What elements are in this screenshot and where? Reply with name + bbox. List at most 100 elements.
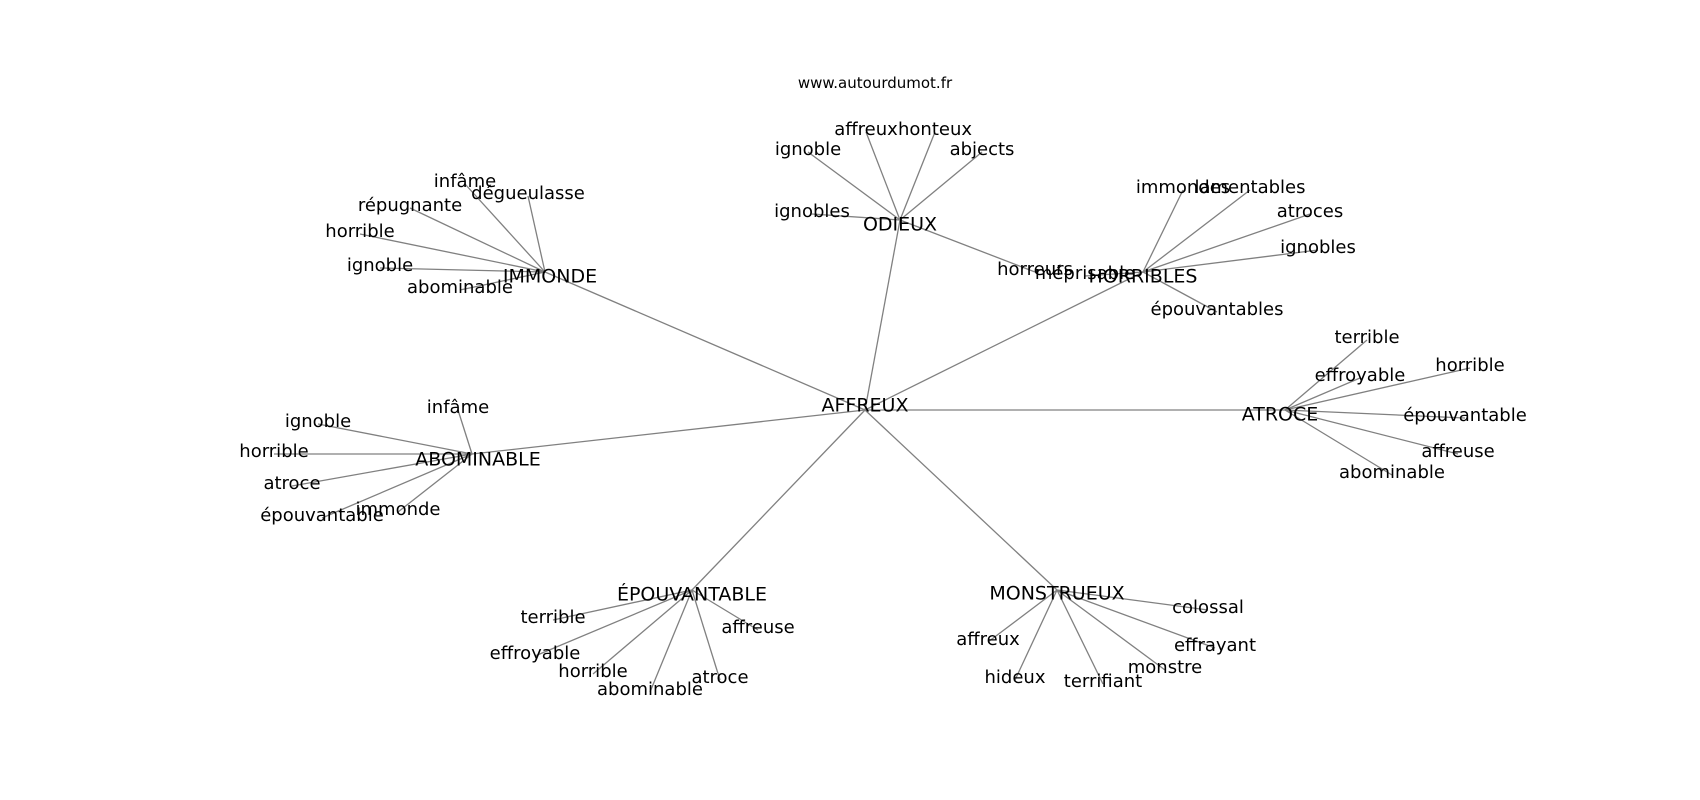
edge-epouvantable-leaf-0 [552, 589, 693, 621]
leaf-label: monstre [1128, 657, 1202, 678]
leaf-label: honteux [898, 119, 972, 140]
hub-label-abominable: ABOMINABLE [415, 449, 541, 471]
edge-epouvantable-leaf-5 [691, 589, 721, 681]
edge-monstrueux-leaf-1 [987, 589, 1058, 643]
edge-odieux-leaf-4 [811, 213, 901, 221]
edge-center-immonde [544, 271, 866, 411]
leaf-label: abominable [1339, 462, 1445, 483]
leaf-label: terrible [520, 607, 585, 628]
leaf-label: terrifiant [1064, 671, 1142, 692]
edge-center-odieux [864, 219, 901, 411]
edge-abominable-leaf-3 [291, 453, 473, 487]
edge-immonde-leaf-1 [527, 195, 546, 273]
edge-atroce-leaf-4 [1284, 409, 1459, 455]
edge-abominable-leaf-4 [321, 453, 473, 519]
edge-horribles-leaf-1 [1142, 189, 1251, 273]
leaf-label: affreux [956, 629, 1020, 650]
leaf-label: effroyable [490, 643, 581, 664]
hub-label-monstrueux: MONSTRUEUX [989, 583, 1124, 605]
leaf-label: répugnante [358, 195, 462, 216]
leaf-label: horrible [239, 441, 308, 462]
leaf-label: épouvantables [1151, 299, 1284, 320]
leaf-label: affreuse [721, 617, 794, 638]
hub-label-immonde: IMMONDE [503, 266, 597, 288]
leaf-label: infâme [427, 397, 489, 418]
leaf-label: méprisable [1035, 263, 1135, 284]
leaf-label: affreuse [1421, 441, 1494, 462]
leaf-label: lamentables [1194, 177, 1305, 198]
edge-horribles-leaf-5 [1084, 271, 1144, 277]
leaf-label: horrible [558, 661, 627, 682]
edge-atroce-leaf-5 [1284, 409, 1393, 476]
edge-odieux-leaf-0 [807, 151, 901, 221]
leaf-label: ignoble [285, 411, 351, 432]
leaf-label: épouvantable [260, 505, 384, 526]
edge-immonde-leaf-5 [459, 271, 546, 291]
edge-atroce-leaf-2 [1284, 367, 1471, 411]
edge-immonde-leaf-0 [464, 183, 546, 273]
leaf-label: atroce [691, 667, 748, 688]
edge-odieux-leaf-1 [865, 131, 901, 221]
edge-monstrueux-leaf-2 [1056, 589, 1216, 649]
leaf-label: colossal [1172, 597, 1244, 618]
edge-epouvantable-leaf-1 [691, 589, 759, 631]
edge-atroce-leaf-1 [1284, 377, 1361, 411]
hub-label-epouvantable: ÉPOUVANTABLE [617, 583, 767, 606]
edge-horribles-leaf-4 [1142, 271, 1218, 313]
hub-label-atroce: ATROCE [1242, 404, 1319, 426]
leaf-label: horreurs [997, 259, 1073, 280]
leaf-label: hideux [985, 667, 1046, 688]
leaf-label: ignoble [347, 255, 413, 276]
edge-center-monstrueux [864, 409, 1058, 591]
edge-horribles-leaf-3 [1142, 249, 1319, 273]
leaf-label: ignoble [775, 139, 841, 160]
leaf-label: immonde [356, 499, 441, 520]
source-label: www.autourdumot.fr [798, 74, 953, 92]
leaf-label: effrayant [1174, 635, 1256, 656]
edge-horribles-leaf-0 [1142, 189, 1184, 273]
leaf-label: épouvantable [1403, 405, 1527, 426]
edge-monstrueux-leaf-3 [1056, 589, 1166, 671]
leaf-label: effroyable [1315, 365, 1406, 386]
edge-odieux-leaf-5 [899, 219, 1036, 273]
leaf-label: immondes [1136, 177, 1230, 198]
edge-center-abominable [471, 409, 866, 455]
edge-odieux-leaf-2 [899, 131, 936, 221]
edge-abominable-leaf-1 [457, 409, 473, 455]
edge-monstrueux-leaf-0 [1056, 589, 1209, 611]
leaf-label: atroce [263, 473, 320, 494]
edge-monstrueux-leaf-4 [1014, 589, 1058, 681]
edge-abominable-leaf-5 [397, 453, 473, 513]
leaf-label: infâme [434, 171, 496, 192]
edge-immonde-leaf-4 [379, 267, 546, 273]
leaf-label: affreux [834, 119, 898, 140]
edge-epouvantable-leaf-3 [592, 589, 693, 675]
leaf-label: horrible [325, 221, 394, 242]
leaf-label: abominable [407, 277, 513, 298]
leaf-label: abjects [950, 139, 1015, 160]
edge-odieux-leaf-3 [899, 151, 983, 221]
center-node-label: AFFREUX [822, 395, 909, 417]
hub-label-odieux: ODIEUX [863, 214, 937, 236]
leaf-label: ignobles [774, 201, 850, 222]
leaf-label: ignobles [1280, 237, 1356, 258]
hub-label-horribles: HORRIBLES [1089, 266, 1198, 288]
edge-atroce-leaf-3 [1284, 409, 1466, 419]
edge-center-horribles [864, 271, 1144, 411]
leaf-label: horrible [1435, 355, 1504, 376]
leaf-label: terrible [1334, 327, 1399, 348]
graph-edges [274, 131, 1471, 693]
edge-center-epouvantable [691, 409, 866, 591]
edge-horribles-leaf-2 [1142, 213, 1311, 273]
edge-monstrueux-leaf-5 [1056, 589, 1104, 685]
edge-abominable-leaf-0 [317, 423, 473, 455]
leaf-label: dégueulasse [471, 183, 585, 204]
edge-immonde-leaf-3 [359, 233, 546, 273]
leaf-label: atroces [1277, 201, 1343, 222]
leaf-label: abominable [597, 679, 703, 700]
edge-epouvantable-leaf-2 [534, 589, 693, 657]
edge-atroce-leaf-0 [1284, 339, 1368, 411]
edge-epouvantable-leaf-4 [649, 589, 693, 693]
